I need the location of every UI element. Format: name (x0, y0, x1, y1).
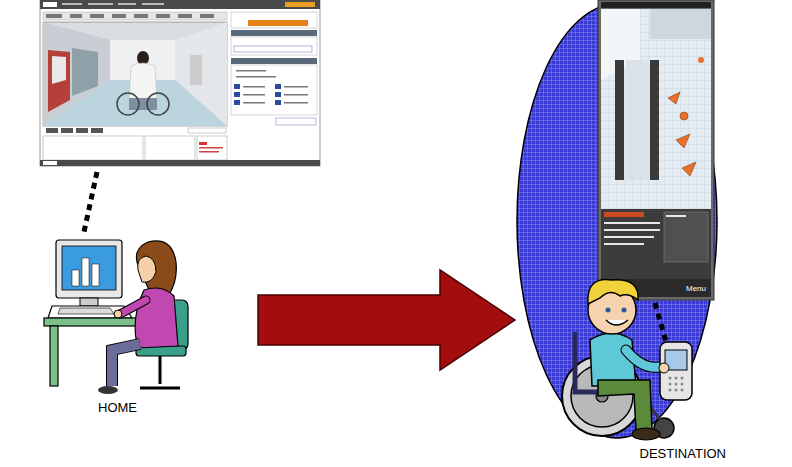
menu-label: Menu (686, 285, 706, 294)
dotted-link (84, 172, 97, 232)
region-ellipse: DESTINATION (515, 0, 730, 462)
place-label: HOME (98, 400, 137, 416)
woman-at-computer (44, 240, 188, 394)
boy-in-wheelchair (562, 280, 692, 441)
place-group: HOME (40, 225, 258, 420)
dotted-link (655, 303, 667, 345)
website-screenshot (40, 0, 320, 166)
block-arrow (258, 270, 515, 370)
phone-screenshot (598, 0, 714, 300)
place-label: DESTINATION (640, 446, 726, 462)
ellipse-shape (515, 0, 720, 440)
